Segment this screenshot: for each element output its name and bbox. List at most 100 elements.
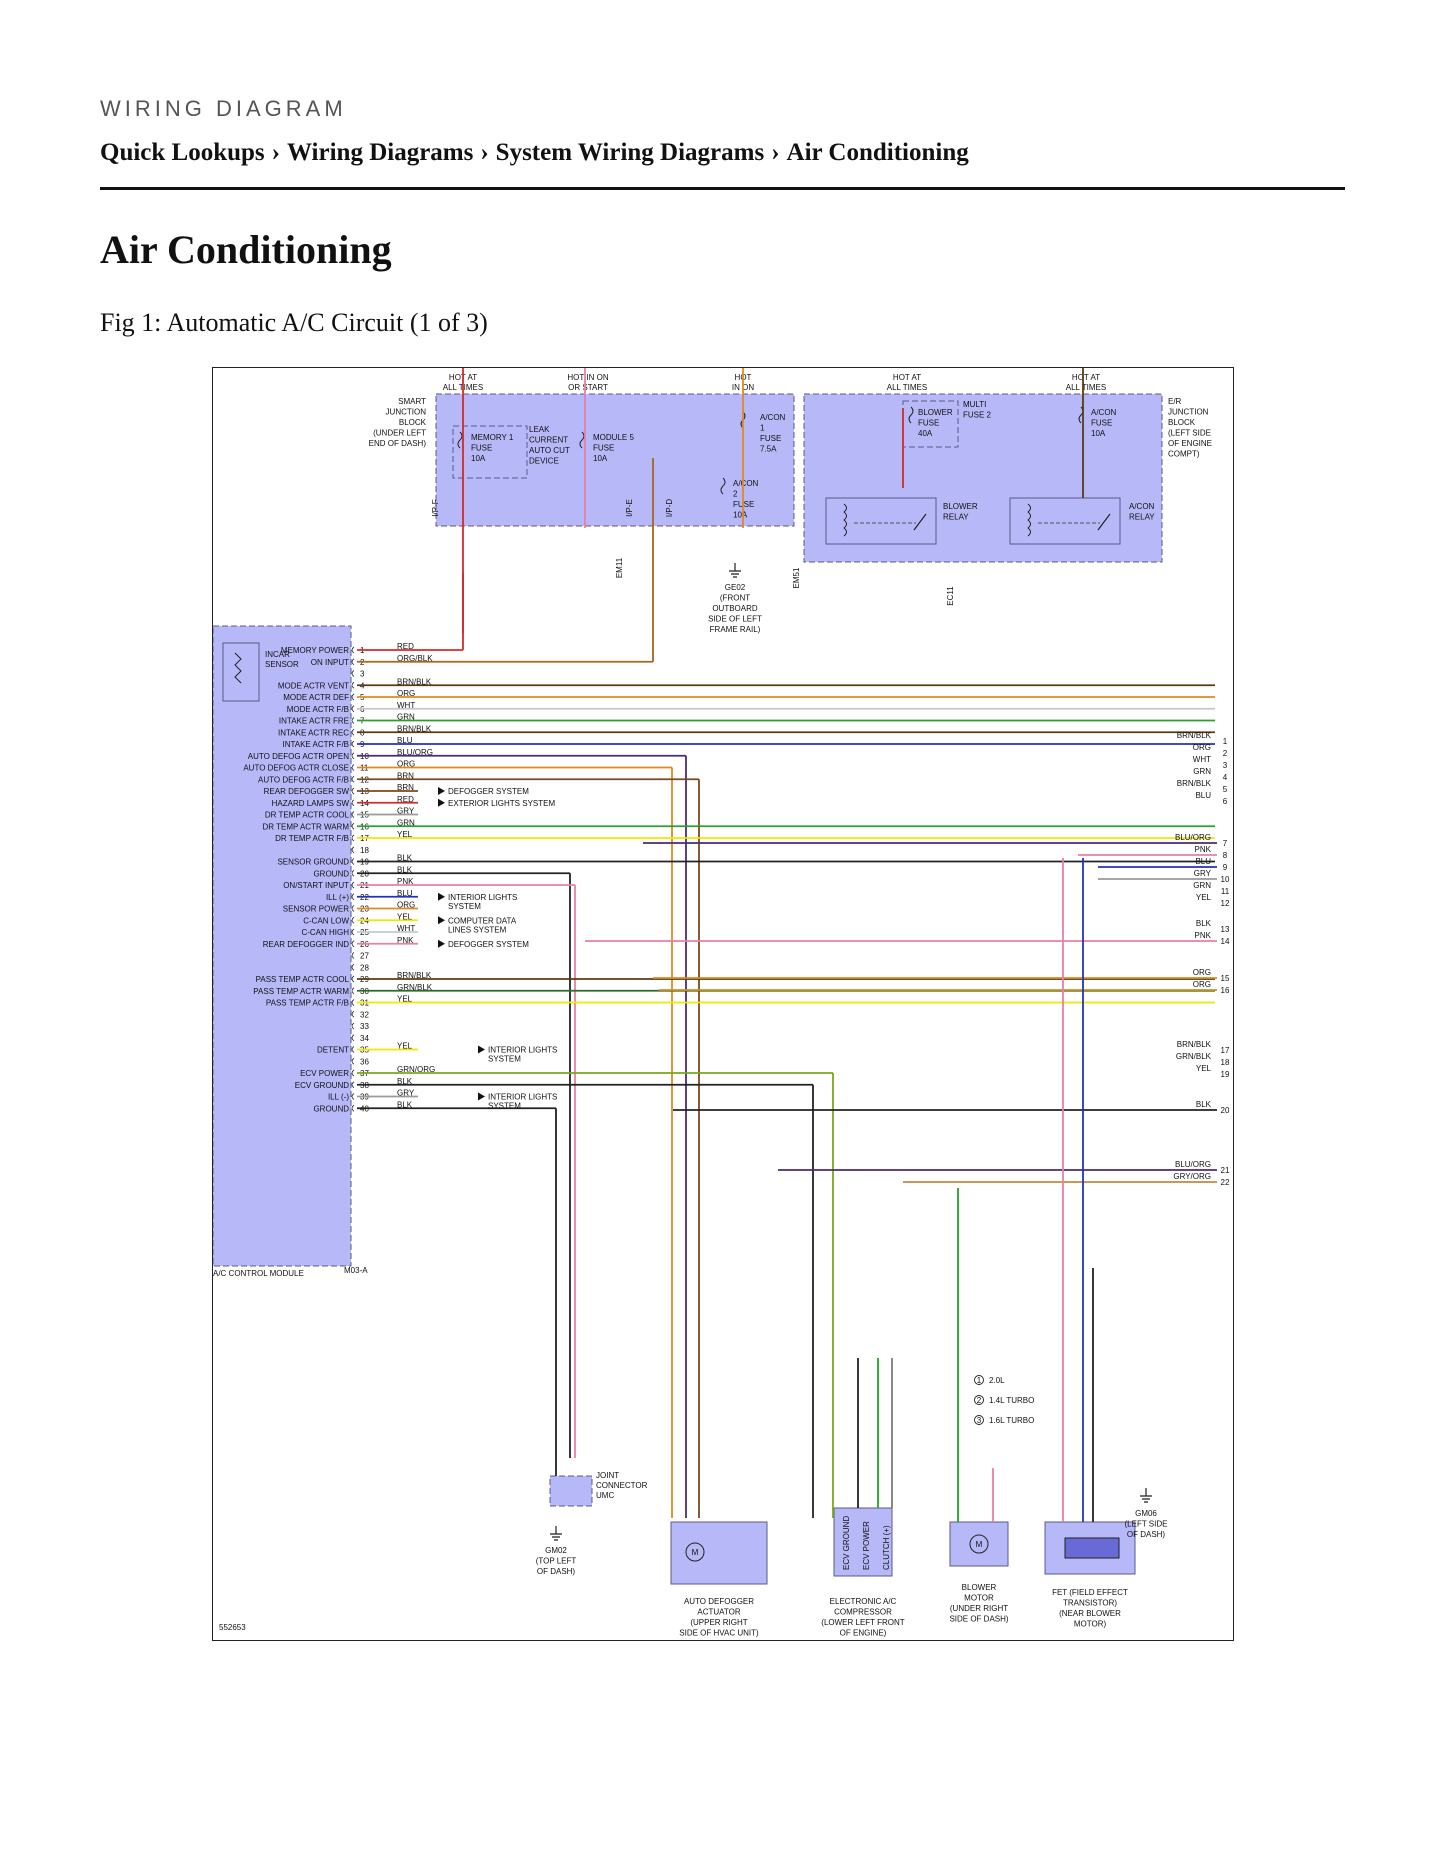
right-ref-wire-label: YEL <box>1196 1064 1212 1073</box>
acon-relay <box>1009 497 1121 545</box>
ground-ge02-label: OUTBOARD <box>712 604 758 613</box>
module-pin-label: INTAKE ACTR REC <box>278 728 349 737</box>
module-pin-number: 34 <box>360 1034 369 1043</box>
module-pin-wire-label: GRN/ORG <box>397 1065 435 1074</box>
pin-connector-icon <box>351 928 355 936</box>
fuse-icon <box>720 477 726 495</box>
pin-connector-icon <box>351 752 355 760</box>
breadcrumb-system-wiring-diagrams[interactable]: System Wiring Diagrams <box>495 139 765 166</box>
breadcrumb-wiring-diagrams[interactable]: Wiring Diagrams <box>287 139 474 166</box>
module-pin-wire-label: ORG <box>397 760 415 769</box>
module-pin-wire-label: ORG <box>397 901 415 910</box>
pin-connector-icon <box>351 658 355 666</box>
right-ref-wire-label: ORG <box>1193 743 1211 752</box>
motor-symbol: M <box>692 1548 699 1557</box>
module-fuse-label: FUSE <box>593 444 614 453</box>
right-ref-number: 10 <box>1221 875 1230 884</box>
module-pin-label: ON INPUT <box>311 658 349 667</box>
module-pin-wire-label: RED <box>397 795 414 804</box>
pin-connector-icon <box>351 1022 355 1030</box>
er-junction-block-label: OF ENGINE <box>1168 439 1212 448</box>
right-ref-number: 14 <box>1221 937 1230 946</box>
module-pin-label: DR TEMP ACTR COOL <box>265 811 350 820</box>
right-ref-number: 15 <box>1221 974 1230 983</box>
connector-label: M03-A <box>344 1266 368 1275</box>
module-pin-wire-label: BLU <box>397 736 413 745</box>
er-junction-block-label: JUNCTION <box>1168 408 1209 417</box>
pin-connector-icon <box>351 893 355 901</box>
right-ref-wire-label: BLU/ORG <box>1175 833 1211 842</box>
fet-label: MOTOR) <box>1074 1620 1107 1629</box>
right-ref-wire-label: BLK <box>1196 1100 1212 1109</box>
module-pin-wire-label: GRY <box>397 807 415 816</box>
ac-control-module-label: A/C CONTROL MODULE <box>213 1269 304 1278</box>
module-pin-label: ILL (-) <box>328 1093 349 1102</box>
module-pin-number: 33 <box>360 1022 369 1031</box>
pin-connector-icon <box>351 916 355 924</box>
module-pin-label: DR TEMP ACTR F/B <box>275 834 349 843</box>
system-arrow-icon <box>478 1045 485 1054</box>
er-junction-block-label: BLOCK <box>1168 418 1196 427</box>
multi-fuse-label: FUSE 2 <box>963 411 992 420</box>
breadcrumb-quick-lookups[interactable]: Quick Lookups <box>100 139 265 166</box>
module-pin-label: PASS TEMP ACTR WARM <box>253 987 349 996</box>
blower-motor-label: BLOWER <box>962 1583 997 1592</box>
pin-connector-icon <box>351 681 355 689</box>
joint-connector-label: UMC <box>596 1491 614 1500</box>
memory-fuse-box <box>452 425 528 479</box>
pin-connector-icon <box>351 1057 355 1065</box>
breadcrumb-air-conditioning[interactable]: Air Conditioning <box>786 139 969 166</box>
pin-connector-icon <box>351 999 355 1006</box>
right-ref-wire-label: BLU <box>1195 857 1211 866</box>
module-pin-number: 27 <box>360 952 369 961</box>
pin-connector-icon <box>351 717 355 724</box>
breadcrumb-separator: › <box>271 139 280 166</box>
module-pin-label: C-CAN LOW <box>303 916 349 925</box>
module-pin-wire-label: GRN/BLK <box>397 983 433 992</box>
acon2-fuse-label: A/CON <box>733 479 759 488</box>
right-ref-wire-label: BRN/BLK <box>1177 1040 1212 1049</box>
relay-coil-icon <box>843 503 847 537</box>
ground-gm02-label: (TOP LEFT <box>536 1557 577 1566</box>
module-pin-wire-label: ORG/BLK <box>397 654 433 663</box>
system-arrow-icon <box>438 892 445 901</box>
leak-current-device-label: AUTO CUT <box>529 446 570 455</box>
pin-connector-icon <box>351 1046 355 1053</box>
system-arrow-icon <box>438 939 445 948</box>
acon1-fuse-label: 1 <box>760 424 765 433</box>
pin-connector-icon <box>351 728 355 736</box>
module-pin-wire-label: BLK <box>397 854 413 863</box>
auto-defogger-actuator <box>670 1521 768 1585</box>
module-pin-label: C-CAN HIGH <box>301 928 349 937</box>
right-ref-number: 8 <box>1223 851 1228 860</box>
module-pin-label: AUTO DEFOG ACTR F/B <box>258 775 349 784</box>
pin-connector-icon <box>351 975 355 983</box>
pin-connector-icon <box>351 1010 355 1018</box>
right-ref-wire-label: PNK <box>1195 845 1212 854</box>
blower-motor-label: SIDE OF DASH) <box>949 1615 1008 1624</box>
auto-defogger-actuator-label: AUTO DEFOGGER <box>684 1597 754 1606</box>
right-ref-number: 9 <box>1223 863 1228 872</box>
module-pin-number: 28 <box>360 963 369 972</box>
blower-motor <box>949 1521 1009 1567</box>
right-ref-wire-label: ORG <box>1193 968 1211 977</box>
er-junction-block-label: (LEFT SIDE <box>1168 429 1211 438</box>
electronic-ac-compressor-label: (LOWER LEFT FRONT <box>821 1618 905 1627</box>
fuse-icon <box>908 406 914 424</box>
module-pin-label: PASS TEMP ACTR F/B <box>266 999 349 1008</box>
system-reference-label: DEFOGGER SYSTEM <box>448 940 529 949</box>
compressor-pin-label: ECV POWER <box>862 1521 871 1570</box>
ground-gm06-label: GM06 <box>1135 1509 1157 1518</box>
pin-connector-icon <box>351 952 355 959</box>
right-ref-wire-label: PNK <box>1195 931 1212 940</box>
acon-fuse-label: A/CON <box>1091 408 1117 417</box>
right-ref-number: 3 <box>1223 761 1228 770</box>
electronic-ac-compressor-label: ELECTRONIC A/C <box>830 1597 897 1606</box>
power-label: ALL TIMES <box>1066 383 1106 392</box>
module-pin-wire-label: BLK <box>397 1077 413 1086</box>
right-ref-number: 13 <box>1221 925 1230 934</box>
module-pin-label: MEMORY POWER <box>281 646 349 655</box>
pin-connector-icon <box>351 775 355 783</box>
